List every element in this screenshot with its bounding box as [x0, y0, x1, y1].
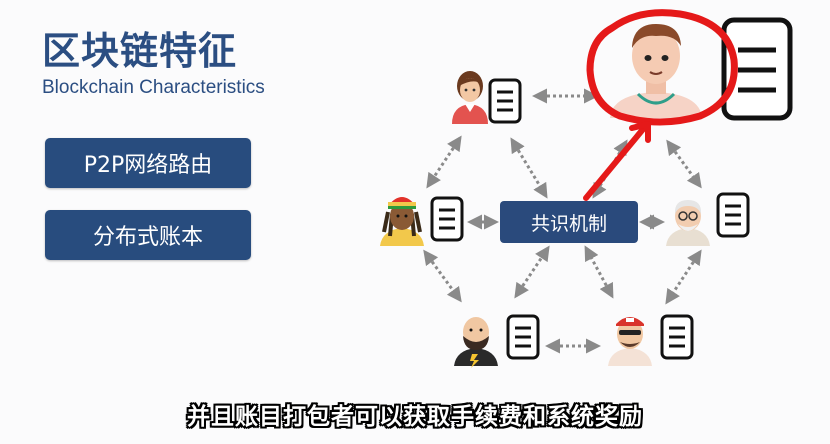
distributed-ledger-button[interactable]: 分布式账本 — [45, 210, 251, 260]
highlight-arrow — [583, 125, 647, 201]
p2p-network-routing-button[interactable]: P2P网络路由 — [45, 138, 251, 188]
consensus-mechanism-label: 共识机制 — [500, 201, 638, 243]
ledger-icon — [430, 196, 464, 242]
man-avatar-icon — [610, 24, 702, 118]
ledger-icon — [660, 314, 694, 360]
arrow-old-pirate — [665, 249, 702, 305]
node-woman — [452, 71, 522, 124]
arrow-bald-center — [514, 245, 550, 299]
node-bald-bearded-man — [454, 314, 540, 368]
node-pirate-man — [608, 314, 694, 366]
node-old-man — [666, 192, 750, 246]
ledger-large-icon — [721, 17, 793, 121]
woman-avatar-icon — [452, 71, 488, 124]
rasta-avatar-icon — [380, 197, 424, 246]
ledger-icon — [716, 192, 750, 238]
red-annotation — [583, 9, 738, 201]
arrow-woman-center — [510, 137, 548, 199]
node-highlighted-man — [610, 17, 793, 121]
arrow-highlighted-old — [666, 139, 702, 189]
highlight-arrow-head — [629, 121, 651, 143]
arrow-woman-rasta — [426, 135, 462, 189]
ledger-icon — [488, 78, 522, 124]
page-title: 区块链特征 — [42, 29, 238, 73]
video-subtitle: 并且账目打包者可以获取手续费和系统奖励 — [187, 404, 643, 430]
highlight-circle — [586, 9, 738, 126]
arrow-rasta-bald — [423, 249, 462, 303]
pirate-avatar-icon — [608, 317, 652, 366]
bald-man-avatar-icon — [454, 317, 498, 368]
node-rasta-man — [380, 196, 464, 246]
page-subtitle-english: Blockchain Characteristics — [42, 77, 265, 98]
old-man-avatar-icon — [666, 200, 710, 246]
ledger-icon — [506, 314, 540, 360]
arrow-pirate-center — [584, 245, 614, 299]
